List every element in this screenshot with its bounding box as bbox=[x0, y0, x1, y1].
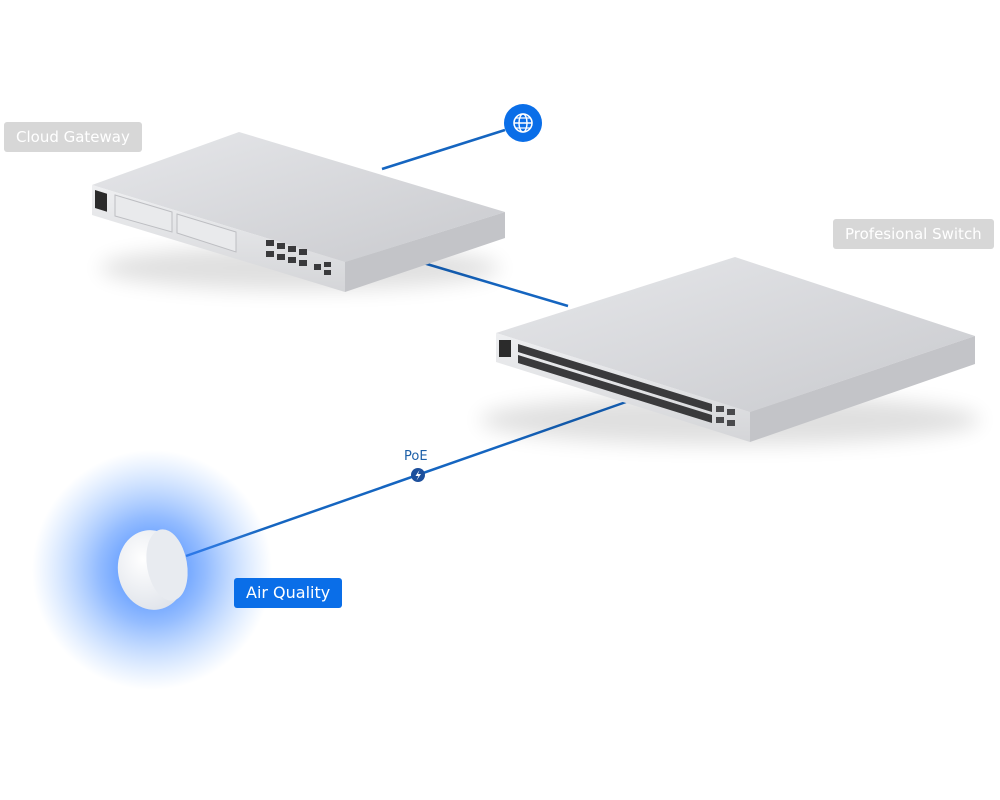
lightning-bolt-icon bbox=[411, 468, 425, 482]
professional-switch-label: Profesional Switch bbox=[833, 219, 994, 249]
switch-port-array bbox=[518, 344, 712, 423]
poe-label: PoE bbox=[404, 449, 428, 464]
cloud-gateway-label: Cloud Gateway bbox=[4, 122, 142, 152]
professional-switch-device bbox=[480, 257, 980, 445]
globe-icon bbox=[504, 104, 542, 142]
air-quality-label: Air Quality bbox=[234, 578, 343, 608]
gateway-internet-link bbox=[381, 128, 506, 171]
cloud-gateway-device bbox=[92, 132, 505, 292]
air-quality-sensor bbox=[32, 450, 272, 690]
